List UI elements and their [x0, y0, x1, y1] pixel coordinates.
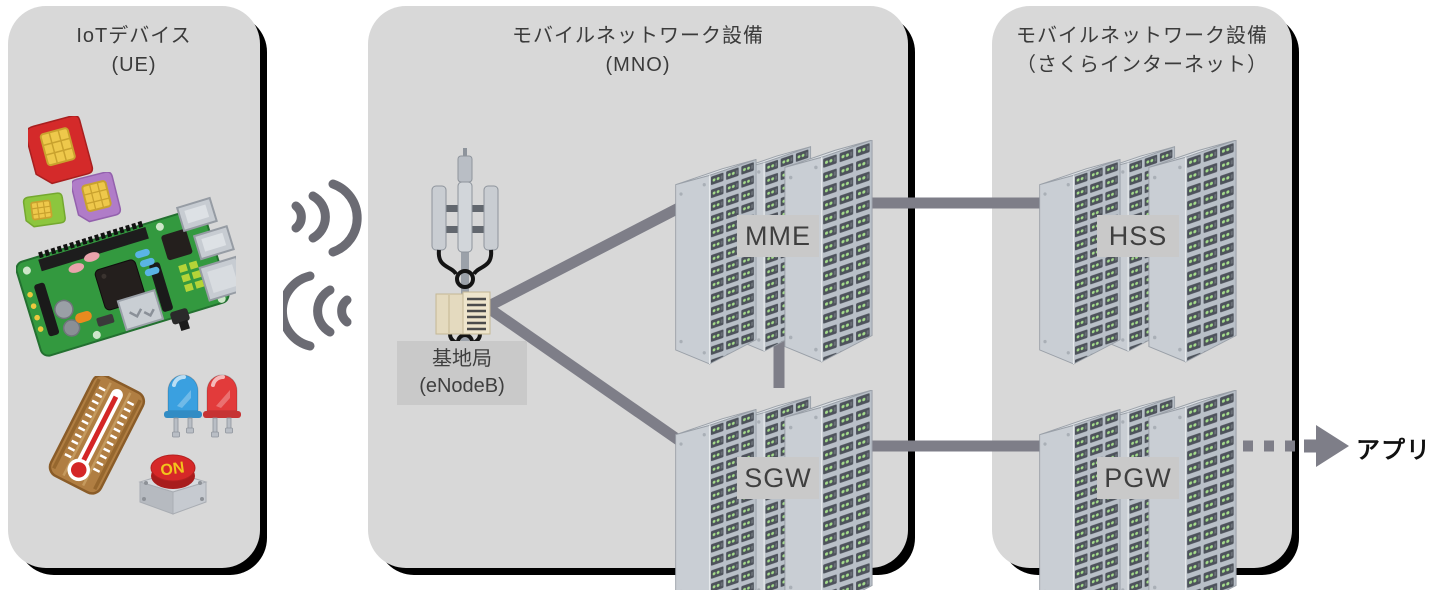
enodeb-label-line2: (eNodeB)	[419, 375, 505, 397]
sim-card-purple-icon	[72, 172, 122, 223]
arrow-stem	[1304, 439, 1318, 453]
cell-tower-icon	[431, 148, 499, 352]
line-enodeb-sgw	[483, 302, 704, 460]
led-red-icon	[202, 373, 242, 439]
on-button-icon: ON	[138, 454, 208, 515]
enodeb-label: 基地局 (eNodeB)	[397, 341, 527, 405]
enodeb-label-line1: 基地局	[432, 348, 492, 370]
sakura-panel-title: モバイルネットワーク設備 （さくらインターネット）	[992, 22, 1292, 80]
iot-panel-title-line2: (UE)	[111, 54, 157, 76]
sakura-panel-title-line1: モバイルネットワーク設備	[1016, 25, 1268, 47]
sim-card-red-icon	[28, 116, 94, 185]
mno-panel-title-line2: (MNO)	[605, 54, 671, 76]
led-blue-icon	[163, 373, 203, 439]
thermometer-icon	[48, 376, 146, 495]
mme-label: MME	[737, 215, 819, 257]
iot-panel-title: IoTデバイス (UE)	[8, 22, 260, 80]
hss-label: HSS	[1097, 215, 1179, 257]
on-button-label: ON	[159, 459, 185, 479]
app-label: アプリ	[1356, 437, 1431, 464]
mno-panel-title-line1: モバイルネットワーク設備	[512, 25, 764, 47]
sgw-label: SGW	[737, 457, 819, 499]
arrow-right-icon	[1316, 425, 1349, 467]
raspberry-pi-icon	[16, 196, 236, 357]
iot-panel-title-line1: IoTデバイス	[76, 25, 192, 47]
line-enodeb-mme	[484, 192, 703, 312]
sakura-panel-title-line2: （さくらインターネット）	[1016, 54, 1268, 76]
radio-waves-icon	[283, 179, 362, 351]
mno-panel-title: モバイルネットワーク設備 (MNO)	[368, 22, 908, 80]
sim-card-green-icon	[22, 192, 66, 228]
pgw-label: PGW	[1097, 457, 1179, 499]
